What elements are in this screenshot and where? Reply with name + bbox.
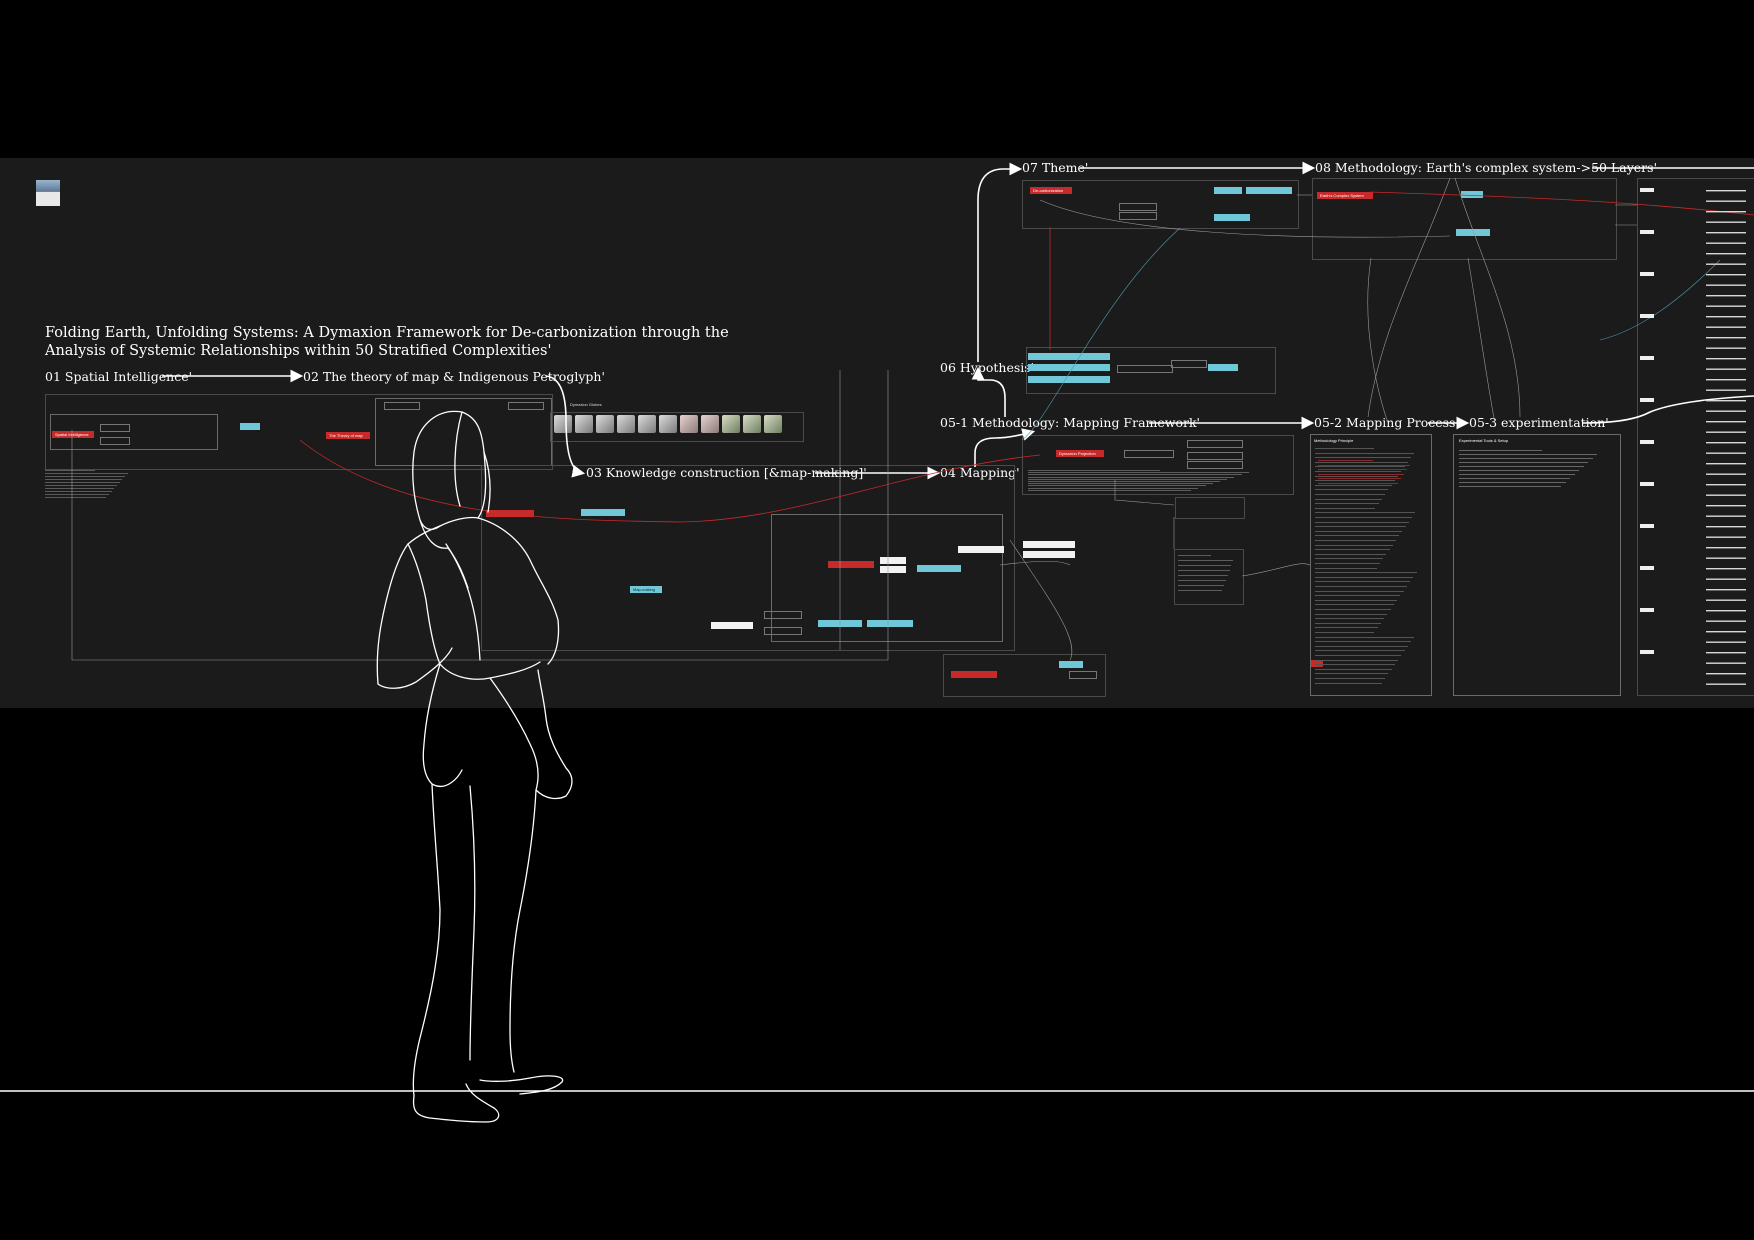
layer-row xyxy=(1706,484,1746,485)
layer-row xyxy=(1706,600,1746,601)
layer-group-tag xyxy=(1640,482,1654,486)
layer-row xyxy=(1706,274,1746,275)
flow-arrows xyxy=(162,168,1754,473)
layer-row xyxy=(1706,400,1746,401)
layer-row xyxy=(1706,306,1746,307)
layer-row xyxy=(1706,285,1746,286)
layer-group-tag xyxy=(1640,566,1654,570)
layer-row xyxy=(1706,243,1746,244)
layer-row xyxy=(1706,547,1746,548)
layer-row xyxy=(1706,673,1746,674)
layer-row xyxy=(1706,432,1746,433)
layer-row xyxy=(1706,222,1746,223)
red-curve-2 xyxy=(1370,192,1754,215)
layer-row xyxy=(1706,568,1746,569)
layer-group-tag xyxy=(1640,188,1654,192)
person-outline-illustration xyxy=(377,411,572,1122)
layer-row xyxy=(1706,621,1746,622)
link-3 xyxy=(1115,480,1174,505)
fine-connectors xyxy=(72,178,1637,660)
layer-row xyxy=(1706,652,1746,653)
layer-row xyxy=(1706,495,1746,496)
layer-group-tag xyxy=(1640,230,1654,234)
layer-group-tag xyxy=(1640,356,1654,360)
link-6 xyxy=(1010,540,1072,660)
layer-row xyxy=(1706,369,1746,370)
layer-group-tag xyxy=(1640,272,1654,276)
layer-row xyxy=(1706,190,1746,191)
layer-group-tag xyxy=(1640,314,1654,318)
layer-group-tag xyxy=(1640,398,1654,402)
layer-group-tag xyxy=(1640,650,1654,654)
layer-row xyxy=(1706,505,1746,506)
arrow-02-03 xyxy=(546,376,582,473)
layer-row xyxy=(1706,631,1746,632)
layer-row xyxy=(1706,453,1746,454)
layer-row xyxy=(1706,253,1746,254)
layer-row xyxy=(1706,211,1746,212)
layer-row xyxy=(1706,684,1746,685)
layer-row xyxy=(1706,390,1746,391)
cyan-curve-2 xyxy=(1600,260,1720,340)
layer-row xyxy=(1706,442,1746,443)
layer-row xyxy=(1706,337,1746,338)
layer-row xyxy=(1706,610,1746,611)
layer-row xyxy=(1706,411,1746,412)
layer-row xyxy=(1706,327,1746,328)
arrow-06-07 xyxy=(978,169,1019,362)
layer-row xyxy=(1706,516,1746,517)
layer-row xyxy=(1706,558,1746,559)
layer-row xyxy=(1706,579,1746,580)
layer-row xyxy=(1706,264,1746,265)
layer-row xyxy=(1706,589,1746,590)
layer-group-tag xyxy=(1640,440,1654,444)
layer-row xyxy=(1706,348,1746,349)
curve-3 xyxy=(1368,178,1450,417)
arrow-04-051 xyxy=(975,432,1032,467)
curve-5 xyxy=(1040,200,1450,237)
red-connectors xyxy=(300,192,1754,522)
cyan-curve-1 xyxy=(1022,228,1180,440)
layer-row xyxy=(1706,421,1746,422)
link-4 xyxy=(1242,564,1310,576)
layer-row xyxy=(1706,316,1746,317)
layer-row xyxy=(1706,663,1746,664)
layer-row xyxy=(1706,526,1746,527)
layer-row xyxy=(1706,474,1746,475)
curve-2 xyxy=(1468,258,1495,423)
layer-group-tag xyxy=(1640,608,1654,612)
layer-row xyxy=(1706,642,1746,643)
layer-row xyxy=(1706,295,1746,296)
layer-group-tag xyxy=(1640,524,1654,528)
layer-row xyxy=(1706,358,1746,359)
red-curve-1 xyxy=(300,440,1040,522)
link-7 xyxy=(1000,561,1070,565)
layer-row xyxy=(1706,463,1746,464)
layer-row xyxy=(1706,537,1746,538)
layer-row xyxy=(1706,201,1746,202)
layer-row xyxy=(1706,232,1746,233)
layer-row xyxy=(1706,379,1746,380)
layer-list-rows xyxy=(1640,188,1746,685)
arrow-051-06 xyxy=(978,370,1005,417)
